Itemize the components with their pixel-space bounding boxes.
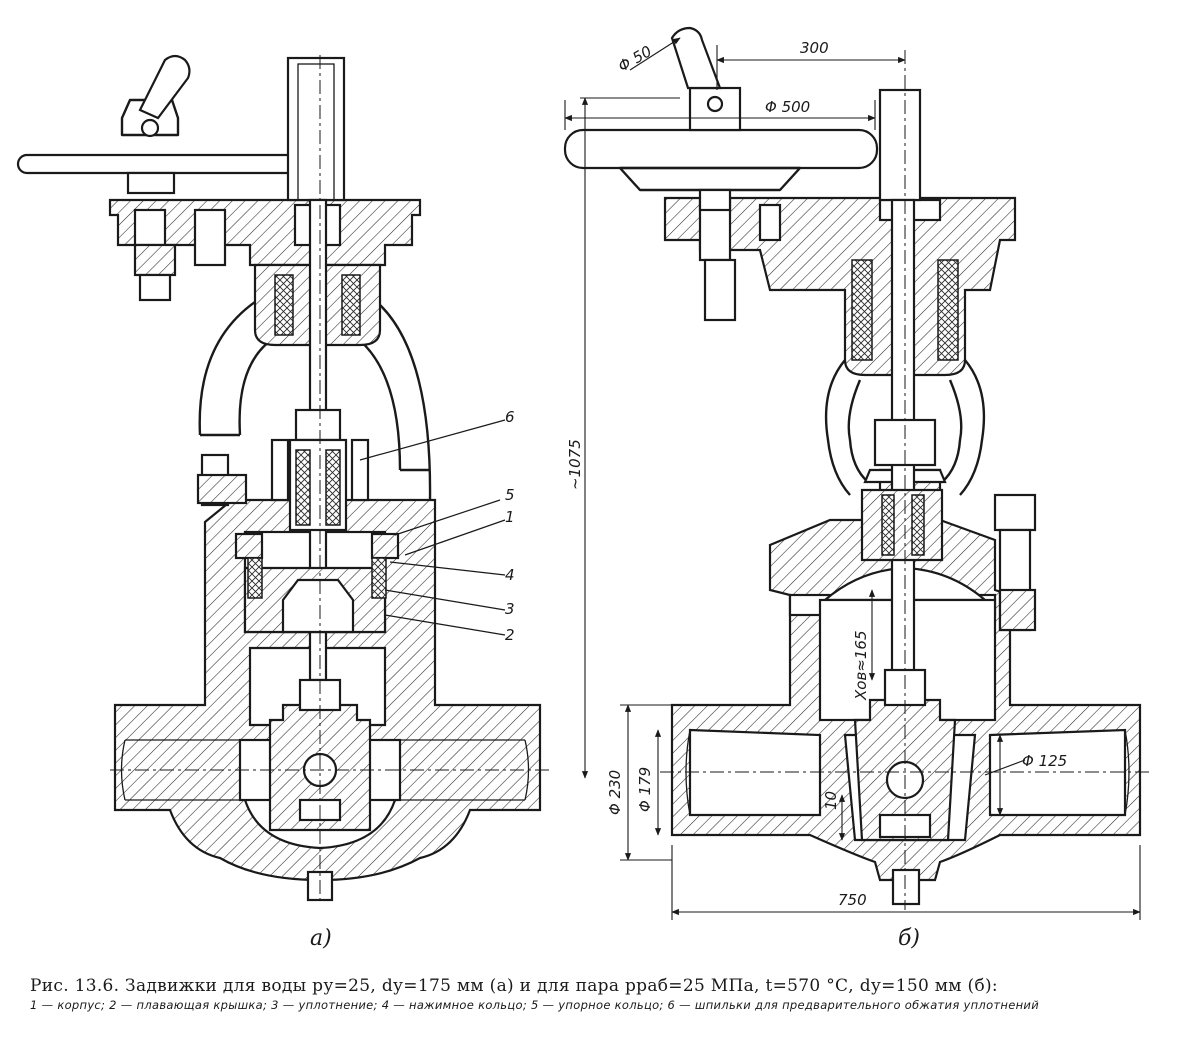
caption-title: Рис. 13.6. Задвижки для воды pу=25, dу=1… (30, 976, 998, 996)
figure-caption: Рис. 13.6. Задвижки для воды pу=25, dу=1… (30, 976, 1180, 1012)
valve-b-handwheel[interactable] (563, 26, 879, 212)
valve-a-stem-tube (286, 56, 346, 202)
dim-l300: 300 (800, 39, 829, 57)
dim-d50: Φ 50 (615, 42, 655, 75)
dim-l750: 750 (838, 891, 867, 909)
callout-2: 2 (505, 626, 515, 644)
dim-stroke: Хов≈165 (852, 631, 870, 702)
dim-t10: 10 (822, 791, 840, 810)
valve-a-callouts: 6 5 1 4 3 2 (359, 408, 515, 644)
callout-5: 5 (505, 486, 515, 504)
dim-d230: Φ 230 (606, 770, 624, 815)
caption-legend: 1 — корпус; 2 — плавающая крышка; 3 — уп… (30, 998, 1039, 1012)
valve-a-top-housing (108, 198, 422, 347)
dim-d125: Φ 125 (1022, 752, 1067, 770)
valve-a: а) (16, 54, 550, 951)
valve-a-handwheel[interactable] (16, 54, 298, 195)
valve-a-cover (234, 532, 400, 634)
view-a-label: а) (310, 926, 332, 951)
view-b-label: б) (898, 926, 920, 951)
dim-d179: Φ 179 (636, 767, 654, 812)
callout-4: 4 (505, 566, 515, 584)
valve-a-stem (288, 198, 348, 682)
valve-a-studs (196, 438, 370, 507)
callout-3: 3 (505, 600, 515, 618)
callout-6: 6 (505, 408, 515, 426)
callout-1: 1 (505, 508, 515, 526)
valve-b-stem (860, 88, 944, 682)
dim-h1075: ~1075 (566, 439, 584, 490)
valve-b-stud (993, 493, 1037, 632)
valve-b-top-housing (663, 196, 1017, 377)
valve-b: б) (563, 26, 1150, 951)
dim-d500: Φ 500 (765, 98, 810, 116)
valve-b-dimensions: Φ 50 300 Φ 500 ~1075 Хов≈165 Φ 125 Φ 230… (564, 37, 1141, 920)
